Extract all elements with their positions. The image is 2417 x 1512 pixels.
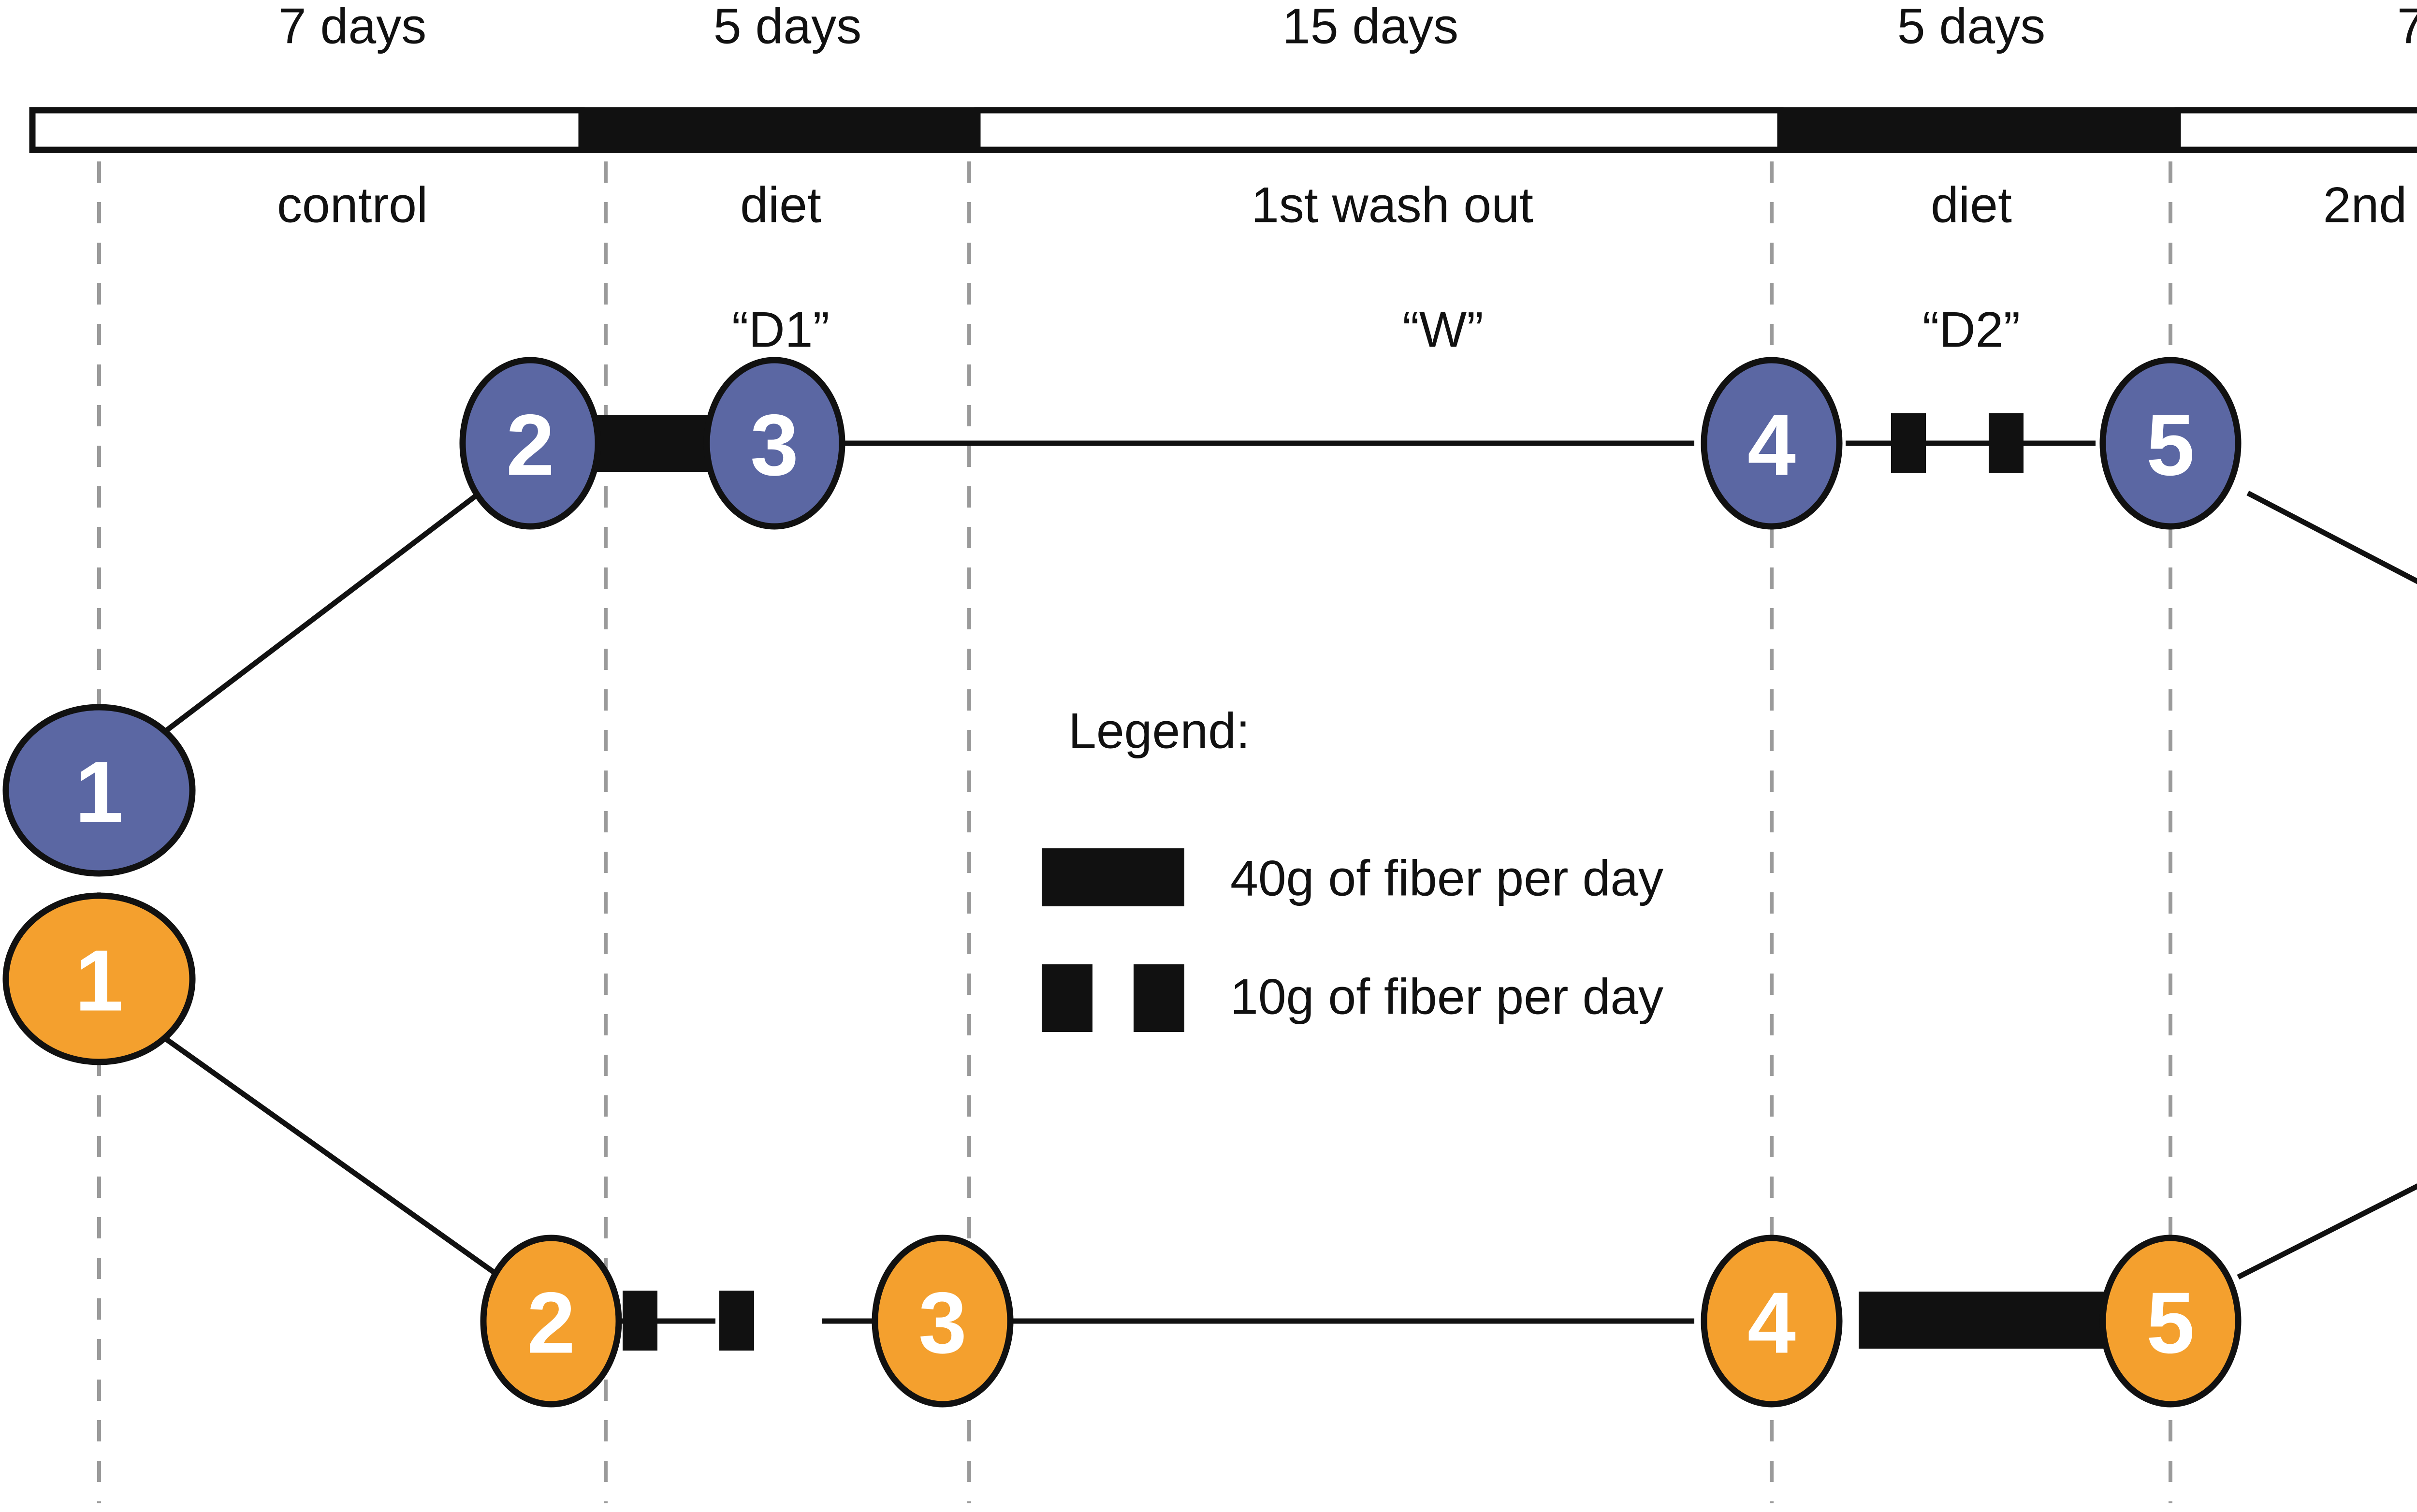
- timeline-segment-diet-2: [1780, 107, 2178, 153]
- duration-label-1: 7 days: [278, 0, 426, 54]
- arm-a-link-1-2: [158, 486, 488, 738]
- arm-a-node-1[interactable]: 1: [2, 704, 196, 877]
- arm-a-node-2-label: 2: [506, 397, 554, 494]
- arm-b-node-1-label: 1: [75, 932, 123, 1030]
- arm-a-node-3-label: 3: [750, 397, 799, 494]
- arm-a-node-2-circle: [459, 357, 601, 530]
- timeline-segment-washout-1: [974, 107, 1784, 153]
- arm-a-node-4-label: 4: [1747, 397, 1796, 494]
- duration-label-5: 7 days: [2397, 0, 2417, 54]
- arm-a-node-3[interactable]: 3: [703, 357, 845, 530]
- arm-a-node-5-circle: [2099, 357, 2242, 530]
- arm-b-node-4-label: 4: [1747, 1275, 1796, 1372]
- arm-a-path: 2 3 4 5 1 6: [2, 357, 2417, 877]
- arm-b-node-4-circle: [1701, 1235, 1843, 1408]
- phase-label-washout-2: 2nd wash out: [2323, 177, 2417, 233]
- arm-a-intervention-d2-dash-1: [1891, 413, 1926, 473]
- duration-label-4: 5 days: [1897, 0, 2045, 54]
- arm-a-link-5-6: [2246, 491, 2417, 584]
- phase-label-diet-2: diet: [1931, 177, 2012, 233]
- legend-label-40g: 40g of fiber per day: [1230, 850, 1663, 906]
- legend-label-10g: 10g of fiber per day: [1230, 969, 1663, 1025]
- arm-a-node-1-circle: [2, 704, 196, 877]
- arm-b-node-1[interactable]: 1: [2, 892, 196, 1065]
- duration-label-3: 15 days: [1282, 0, 1458, 54]
- legend-swatch-10g-dash-1: [1042, 964, 1092, 1032]
- arm-a-node-5-label: 5: [2146, 397, 2195, 494]
- legend-swatch-10g-dash-2: [1134, 964, 1184, 1032]
- arm-b-node-3-label: 3: [918, 1275, 967, 1372]
- arm-a-intervention-d2-dash-2: [1989, 413, 2024, 473]
- arm-a-node-1-label: 1: [75, 744, 123, 841]
- period-code-d1: “D1”: [732, 302, 830, 358]
- timeline-bar: [29, 107, 2417, 153]
- legend-swatch-40g: [1042, 848, 1184, 906]
- arm-a-node-5[interactable]: 5: [2099, 357, 2242, 530]
- period-code-labels: “D1” “W” “D2”: [732, 302, 2020, 358]
- phase-label-control: control: [277, 177, 428, 233]
- arm-b-intervention-d1-dash-1: [623, 1291, 657, 1351]
- phase-label-diet-1: diet: [740, 177, 821, 233]
- arm-b-intervention-d2-solid: [1859, 1292, 2129, 1349]
- arm-b-path: 2 3 4 5 1 6: [2, 892, 2417, 1408]
- timeline-segment-control: [29, 107, 585, 153]
- arm-b-node-2[interactable]: 2: [480, 1235, 622, 1408]
- arm-b-node-2-circle: [480, 1235, 622, 1408]
- arm-b-intervention-d1-dash-2: [719, 1291, 754, 1351]
- arm-b-node-3-circle: [872, 1235, 1014, 1408]
- period-code-d2: “D2”: [1922, 302, 2020, 358]
- phase-labels: control diet 1st wash out diet 2nd wash …: [277, 177, 2417, 233]
- arm-b-node-3[interactable]: 3: [872, 1235, 1014, 1408]
- arm-a-node-2[interactable]: 2: [459, 357, 601, 530]
- legend-title: Legend:: [1068, 703, 1250, 759]
- legend: Legend: 40g of fiber per day 10g of fibe…: [1042, 703, 1663, 1032]
- arm-b-node-5-circle: [2099, 1235, 2242, 1408]
- arm-b-node-4[interactable]: 4: [1701, 1235, 1843, 1408]
- arm-b-node-1-circle: [2, 892, 196, 1065]
- phase-label-washout-1: 1st wash out: [1251, 177, 1533, 233]
- arm-b-link-1-2: [158, 1032, 505, 1281]
- arm-b-node-5-label: 5: [2146, 1275, 2195, 1372]
- arm-b-link-5-6: [2237, 1183, 2417, 1279]
- arm-a-node-4-circle: [1701, 357, 1843, 530]
- duration-labels: 7 days 5 days 15 days 5 days 7 days: [278, 0, 2417, 54]
- arm-a-node-3-circle: [703, 357, 845, 530]
- period-code-w: “W”: [1402, 302, 1483, 358]
- duration-label-2: 5 days: [713, 0, 861, 54]
- timeline-segment-washout-2: [2174, 107, 2417, 153]
- arm-b-node-5[interactable]: 5: [2099, 1235, 2242, 1408]
- arm-a-node-4[interactable]: 4: [1701, 357, 1843, 530]
- arm-b-node-2-label: 2: [527, 1275, 575, 1372]
- timeline-segment-diet-1: [582, 107, 977, 153]
